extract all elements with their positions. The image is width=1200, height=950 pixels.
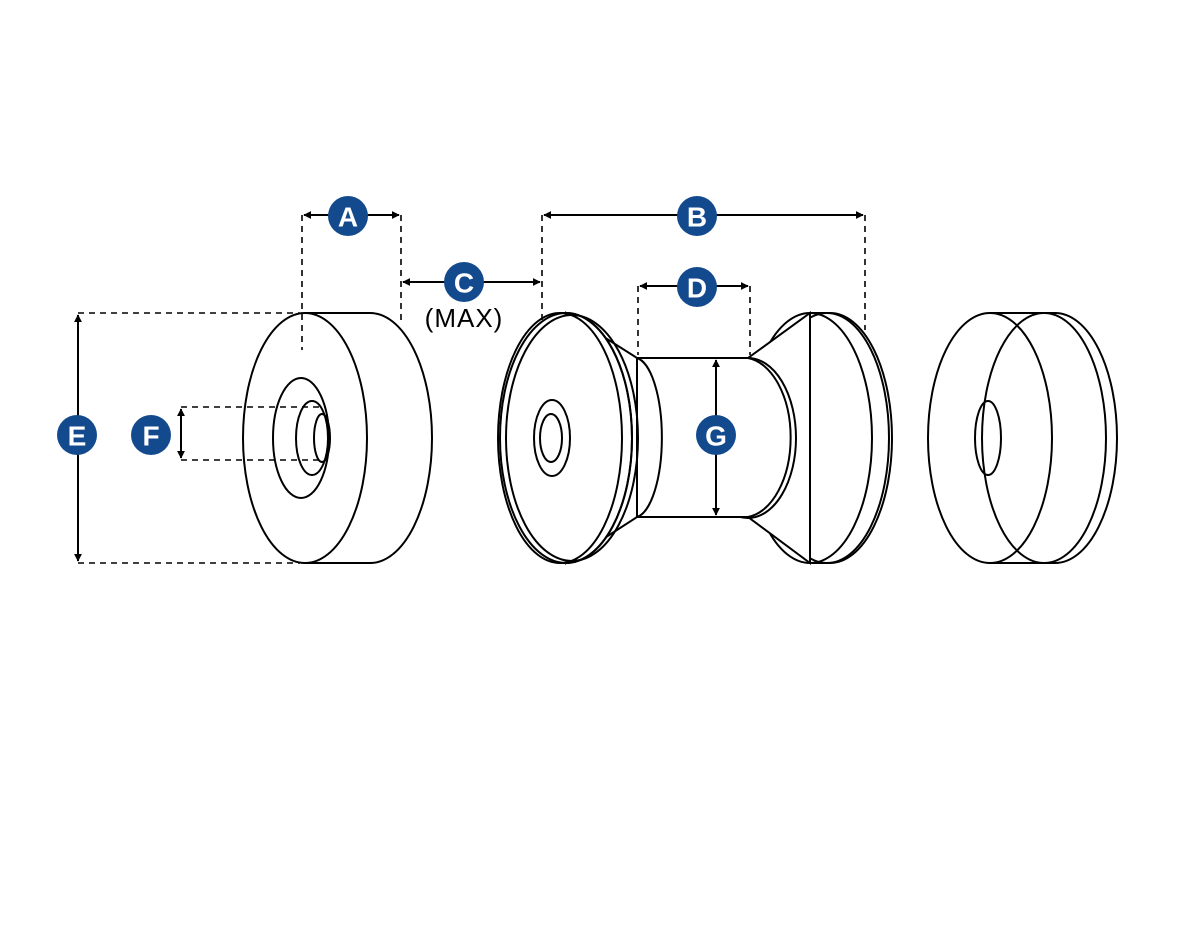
badge-d: D xyxy=(677,267,717,307)
badge-d-label: D xyxy=(687,273,707,304)
badge-f: F xyxy=(131,415,171,455)
badge-c: C xyxy=(444,262,484,302)
badge-f-circle xyxy=(131,415,171,455)
badge-g-circle xyxy=(696,415,736,455)
badge-c-label: C xyxy=(454,268,474,299)
badge-e: E xyxy=(57,415,97,455)
badge-d-circle xyxy=(677,267,717,307)
dimension-c-max-note: (MAX) xyxy=(425,303,504,333)
badge-b-circle xyxy=(677,196,717,236)
badge-a: A xyxy=(328,196,368,236)
badge-e-label: E xyxy=(68,421,87,452)
badge-a-label: A xyxy=(338,202,358,233)
badge-a-circle xyxy=(328,196,368,236)
extension-lines xyxy=(78,215,866,564)
badge-g: G xyxy=(696,415,736,455)
badge-c-circle xyxy=(444,262,484,302)
left-spacer-washer xyxy=(242,312,433,564)
badge-f-label: F xyxy=(142,421,159,452)
spool-roller xyxy=(497,311,893,565)
right-spacer-washer xyxy=(927,312,1118,564)
badge-e-circle xyxy=(57,415,97,455)
badge-g-label: G xyxy=(705,421,727,452)
badge-b-label: B xyxy=(687,202,707,233)
badge-b: B xyxy=(677,196,717,236)
